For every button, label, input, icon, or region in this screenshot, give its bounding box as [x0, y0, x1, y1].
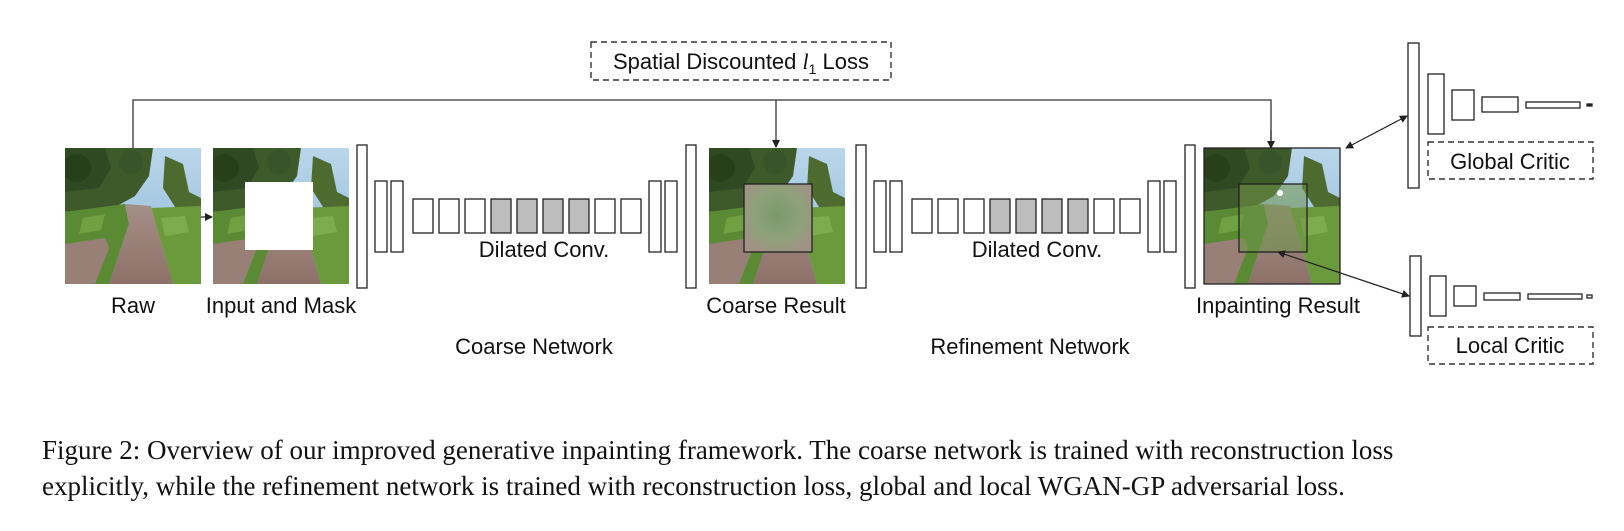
coarse-dilated-layer [620, 198, 642, 234]
global-critic-box [1427, 141, 1594, 180]
coarse-dilated-layer [438, 198, 460, 234]
inpainting-result-label: Inpainting Result [1196, 293, 1360, 318]
refine-decoder-layer [1184, 144, 1196, 289]
coarse-encoder-layer [390, 180, 404, 253]
refine-encoder-layer [855, 144, 867, 289]
refine-decoder-layer [1147, 180, 1161, 253]
local-critic-layers [1409, 255, 1593, 337]
local-critic-layer [1453, 285, 1477, 307]
coarse-dilated-layer [568, 198, 590, 234]
caption-line-2: explicitly, while the refinement network… [42, 471, 1345, 501]
coarse-decoder-layer [664, 180, 678, 253]
coarse-dilated-layer [412, 198, 434, 234]
mask-hole [245, 182, 313, 250]
raw-image [65, 148, 201, 284]
input-mask-label: Input and Mask [206, 293, 357, 318]
global-critic-layers [1407, 42, 1593, 189]
raw-label: Raw [111, 293, 155, 318]
coarse-network-layers [356, 144, 697, 289]
refine-encoder-layer [873, 180, 887, 253]
coarse-filled-region [743, 183, 813, 253]
coarse-encoder-layer [374, 180, 388, 253]
coarse-dilated-layer [490, 198, 512, 234]
coarse-encoder-layer [356, 144, 368, 289]
local-critic-box [1427, 326, 1594, 365]
coarse-dilated-layer [594, 198, 616, 234]
figure-caption: Figure 2: Overview of our improved gener… [42, 432, 1612, 504]
local-critic-arrow [1277, 250, 1410, 298]
local-critic-layer [1483, 292, 1521, 301]
global-critic-layer [1427, 73, 1445, 135]
inpainting-result-image [1203, 147, 1341, 285]
loss-label-box [590, 41, 892, 81]
refine-dilated-layer [989, 198, 1011, 234]
coarse-result-label: Coarse Result [706, 293, 845, 318]
local-critic-layer [1429, 275, 1447, 317]
input-mask-image [213, 148, 349, 284]
framework-diagram: Spatial Discounted l1 Loss Raw Input and… [65, 41, 1594, 365]
local-critic-layer [1527, 293, 1583, 300]
global-critic-layer [1451, 89, 1475, 121]
coarse-dilated-label: Dilated Conv. [479, 237, 609, 262]
refinement-network-layers [855, 144, 1196, 289]
refinement-network-label: Refinement Network [930, 334, 1130, 359]
coarse-dilated-layer [542, 198, 564, 234]
refine-dilated-layer [1067, 198, 1089, 234]
refine-dilated-layer [937, 198, 959, 234]
local-critic-label: Local Critic [1456, 333, 1565, 358]
global-critic-arrow [1345, 115, 1408, 149]
coarse-network-label: Coarse Network [455, 334, 614, 359]
loss-connector-line [132, 99, 1272, 148]
local-critic-layer [1586, 294, 1593, 299]
refine-decoder-layer [1163, 180, 1177, 253]
inpainted-region [1238, 183, 1308, 253]
coarse-decoder-layer [648, 180, 662, 253]
global-critic-layer [1481, 96, 1519, 113]
coarse-decoder-layer [685, 144, 697, 289]
loss-label: Spatial Discounted l1 Loss [613, 49, 869, 77]
global-critic-layer [1525, 101, 1581, 109]
global-critic-layer [1586, 103, 1593, 107]
coarse-dilated-layer [464, 198, 486, 234]
local-critic-layer [1409, 255, 1422, 337]
coarse-dilated-layer [516, 198, 538, 234]
refine-dilated-label: Dilated Conv. [972, 237, 1102, 262]
refine-dilated-layer [911, 198, 933, 234]
global-critic-label: Global Critic [1450, 149, 1570, 174]
refine-dilated-layer [1119, 198, 1141, 234]
refine-encoder-layer [889, 180, 903, 253]
refine-dilated-layer [1093, 198, 1115, 234]
refine-dilated-layer [963, 198, 985, 234]
coarse-result-image [709, 148, 845, 284]
refine-dilated-layer [1041, 198, 1063, 234]
caption-line-1: Figure 2: Overview of our improved gener… [42, 435, 1394, 465]
refine-dilated-layer [1015, 198, 1037, 234]
global-critic-layer [1407, 42, 1420, 189]
